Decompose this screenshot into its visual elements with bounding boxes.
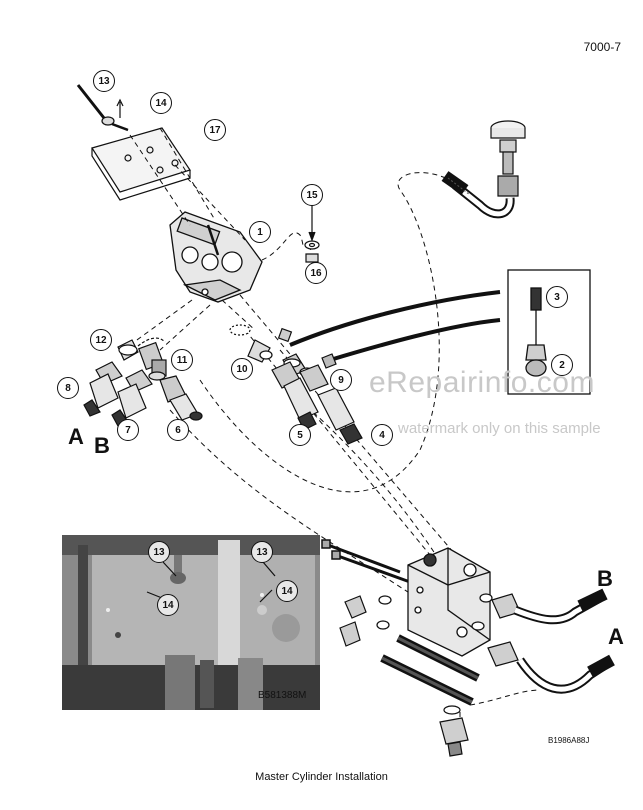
figure-code: B1986A88J: [548, 736, 590, 745]
bolt-13: [76, 83, 129, 132]
hose-fitting-5: [271, 361, 319, 431]
valve-fittings-left: [339, 595, 392, 647]
port-label-b-right: B: [597, 566, 613, 591]
callout-9: 9: [330, 369, 352, 391]
installation-photo: [62, 535, 320, 710]
callout-11: 11: [171, 349, 193, 371]
washer-nut-15-16: [304, 205, 320, 263]
hose-fitting-6: [159, 375, 203, 421]
proportioning-valve: [407, 547, 491, 657]
callout-15: 15: [301, 184, 323, 206]
callout-14-photo-right: 14: [276, 580, 298, 602]
hose-fitting-4: [299, 364, 363, 445]
port-label-b-left: B: [94, 433, 110, 458]
lower-dashed-lines: [459, 689, 541, 720]
callout-10: 10: [231, 358, 253, 380]
watermark-note: watermark only on this sample: [398, 420, 601, 437]
figure-caption: Master Cylinder Installation: [255, 771, 388, 783]
valve-fittings-right: [471, 593, 521, 667]
mounting-bracket: [91, 127, 191, 201]
brake-hose-b: [513, 588, 608, 625]
callout-13-photo-right: 13: [251, 541, 273, 563]
callout-7: 7: [117, 419, 139, 441]
callout-16: 16: [305, 262, 327, 284]
valve-lines: [380, 634, 480, 706]
fitting-12: [117, 337, 166, 361]
callout-13-photo-left: 13: [148, 541, 170, 563]
callout-12: 12: [90, 329, 112, 351]
page-number: 7000-7: [583, 40, 621, 54]
callout-13: 13: [93, 70, 115, 92]
port-label-a-right: A: [608, 624, 624, 649]
wiring-harness: [289, 290, 501, 362]
tee-fitting-11: [138, 341, 167, 381]
callout-2: 2: [551, 354, 573, 376]
callout-3: 3: [546, 286, 568, 308]
long-bolt: [321, 539, 411, 584]
reservoir-hose: [441, 171, 515, 219]
bottom-elbow-fitting: [439, 705, 469, 757]
photo-code: B581388M: [258, 690, 307, 701]
fitting-10: [229, 324, 293, 363]
watermark-site: eRepairinfo.com: [369, 366, 595, 399]
callout-8: 8: [57, 377, 79, 399]
callout-1: 1: [249, 221, 271, 243]
callout-14-photo-left: 14: [157, 594, 179, 616]
brake-hose-a: [516, 654, 615, 694]
port-label-a-left: A: [68, 424, 84, 449]
callout-17: 17: [204, 119, 226, 141]
callout-14: 14: [150, 92, 172, 114]
master-cylinder-body: [169, 211, 263, 303]
callout-5: 5: [289, 424, 311, 446]
callout-6: 6: [167, 419, 189, 441]
hose-fitting-7: [111, 369, 153, 427]
reservoir-cap: [490, 120, 526, 197]
hose-fitting-8: [83, 361, 123, 417]
callout-4: 4: [371, 424, 393, 446]
